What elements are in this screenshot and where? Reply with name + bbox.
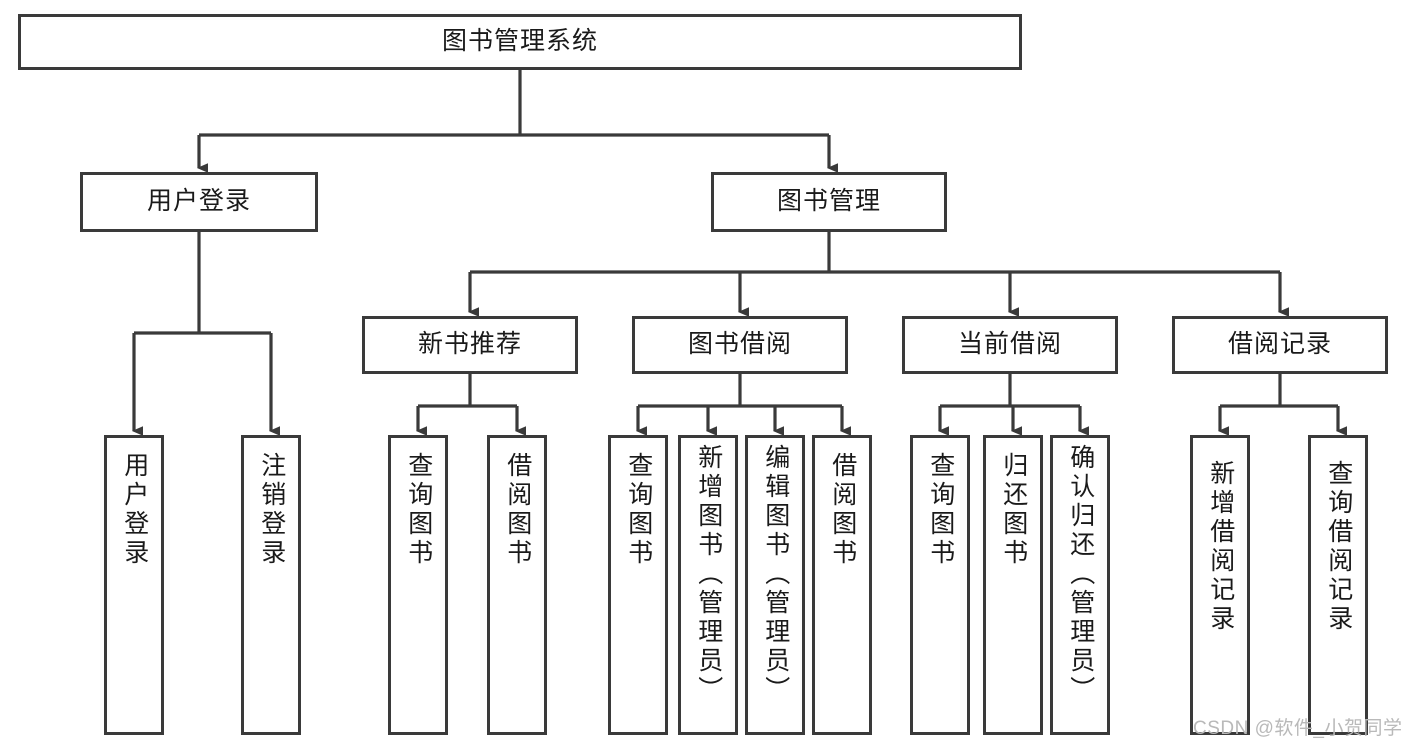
node-leaf-confirm-return[interactable]: 确认归还（管理员） [1050,435,1110,735]
node-leaf-add-record[interactable]: 新增借阅记录 [1190,435,1250,735]
node-leaf-user-logout-label: 注销登录 [257,452,286,568]
node-borrow-record[interactable]: 借阅记录 [1172,316,1388,374]
node-leaf-user-logout[interactable]: 注销登录 [241,435,301,735]
node-leaf-edit-book[interactable]: 编辑图书（管理员） [745,435,805,735]
node-leaf-borrow-book-2-label: 借阅图书 [828,452,857,568]
node-leaf-add-book[interactable]: 新增图书（管理员） [678,435,738,735]
node-leaf-confirm-return-label: 确认归还（管理员） [1066,444,1095,705]
node-book-borrow[interactable]: 图书借阅 [632,316,848,374]
node-current-borrow-label: 当前借阅 [957,330,1062,359]
node-leaf-user-login-label: 用户登录 [120,452,149,568]
node-leaf-query-book-2-label: 查询图书 [624,452,653,568]
node-leaf-return-book-label: 归还图书 [999,452,1028,568]
node-leaf-query-book-2[interactable]: 查询图书 [608,435,668,735]
node-user-login[interactable]: 用户登录 [80,172,318,232]
node-leaf-edit-book-label: 编辑图书（管理员） [761,444,790,705]
node-leaf-add-book-label: 新增图书（管理员） [694,444,723,705]
node-book-borrow-label: 图书借阅 [687,330,792,359]
node-leaf-query-record[interactable]: 查询借阅记录 [1308,435,1368,735]
node-leaf-borrow-book-2[interactable]: 借阅图书 [812,435,872,735]
watermark: CSDN @软件_小贺同学 [1193,718,1403,739]
node-leaf-borrow-book-1-label: 借阅图书 [503,452,532,568]
node-current-borrow[interactable]: 当前借阅 [902,316,1118,374]
node-leaf-query-book-1-label: 查询图书 [404,452,433,568]
node-root-label: 图书管理系统 [441,27,598,56]
node-borrow-record-label: 借阅记录 [1227,330,1332,359]
node-leaf-user-login[interactable]: 用户登录 [104,435,164,735]
node-leaf-query-book-1[interactable]: 查询图书 [388,435,448,735]
node-leaf-borrow-book-1[interactable]: 借阅图书 [487,435,547,735]
node-root[interactable]: 图书管理系统 [18,14,1022,70]
node-leaf-query-book-3[interactable]: 查询图书 [910,435,970,735]
node-new-book-rec[interactable]: 新书推荐 [362,316,578,374]
node-leaf-return-book[interactable]: 归还图书 [983,435,1043,735]
node-new-book-rec-label: 新书推荐 [417,330,522,359]
node-leaf-query-record-label: 查询借阅记录 [1324,460,1353,634]
node-book-manage[interactable]: 图书管理 [711,172,947,232]
node-user-login-label: 用户登录 [146,187,251,216]
node-book-manage-label: 图书管理 [776,187,881,216]
node-leaf-add-record-label: 新增借阅记录 [1206,460,1235,634]
node-leaf-query-book-3-label: 查询图书 [926,452,955,568]
